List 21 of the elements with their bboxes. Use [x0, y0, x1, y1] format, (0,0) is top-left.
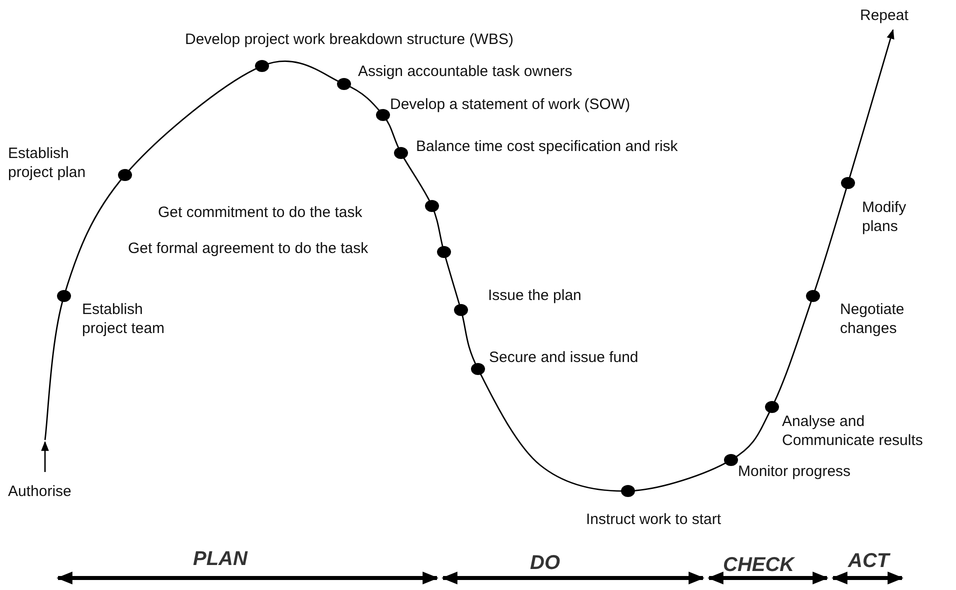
step-label: Modify plans	[862, 198, 908, 236]
step-label: Secure and issue fund	[489, 348, 638, 367]
phase-label: DO	[530, 551, 560, 575]
step-label: Assign accountable task owners	[358, 62, 572, 81]
step-label: Monitor progress	[738, 462, 851, 481]
step-label: Issue the plan	[488, 286, 582, 305]
phase-label: PLAN	[193, 547, 248, 571]
start-label: Authorise	[8, 482, 72, 501]
repeat-label: Repeat	[860, 6, 908, 25]
phase-label: ACT	[848, 549, 890, 573]
step-label: Balance time cost specification and risk	[416, 137, 678, 156]
step-label: Negotiate changes	[840, 300, 906, 338]
step-label: Develop a statement of work (SOW)	[390, 95, 630, 114]
step-label: Develop project work breakdown structure (WBS)	[185, 30, 514, 49]
step-label: Get commitment to do the task	[158, 203, 362, 222]
step-label: Analyse and Communicate results	[782, 412, 924, 450]
step-label: Establish project team	[82, 300, 166, 338]
step-label: Get formal agreement to do the task	[128, 239, 368, 258]
step-label: Establish project plan	[8, 144, 87, 182]
step-label: Instruct work to start	[586, 510, 722, 529]
phase-label: CHECK	[723, 553, 794, 577]
